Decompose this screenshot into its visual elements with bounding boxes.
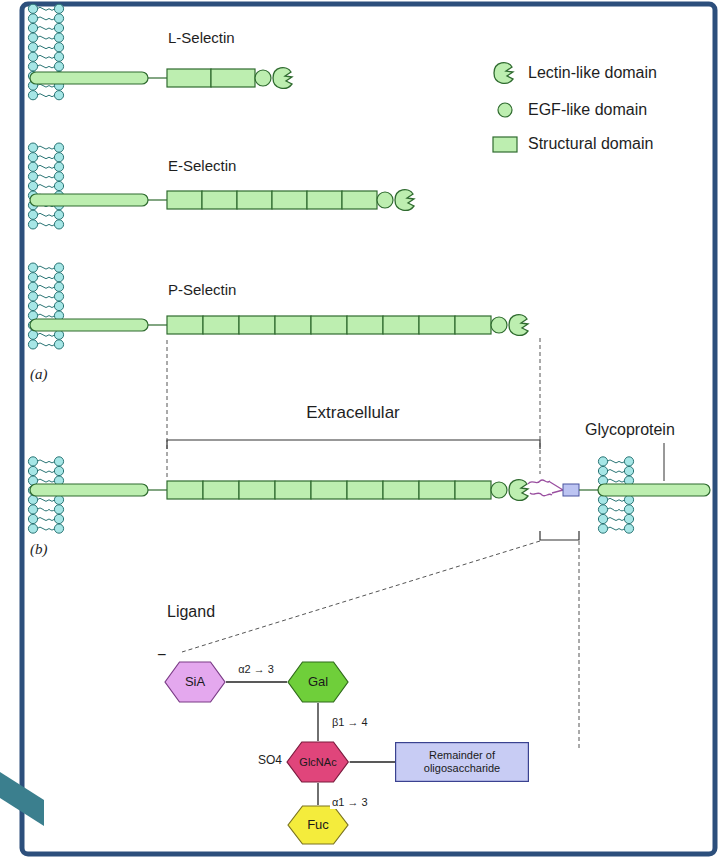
hexagon-outline bbox=[288, 662, 348, 702]
structural-domain bbox=[202, 191, 237, 209]
guide-line bbox=[167, 340, 168, 479]
lipid-bilayer bbox=[28, 4, 63, 100]
structural-domain bbox=[455, 316, 491, 334]
legend-sample bbox=[493, 137, 517, 152]
egf-domain bbox=[491, 482, 507, 498]
structural-domain bbox=[383, 316, 419, 334]
glycosidic-bond bbox=[226, 681, 287, 682]
glycosidic-bond bbox=[317, 783, 318, 805]
fucose-residue: Fuc bbox=[287, 805, 349, 845]
structural-domain bbox=[342, 191, 377, 209]
selectin-protein bbox=[30, 68, 292, 89]
region-label: Extracellular bbox=[306, 403, 400, 423]
slide-decoration bbox=[0, 772, 44, 826]
selectin-protein bbox=[30, 315, 528, 336]
structural-domain bbox=[167, 316, 203, 334]
protein-name: L-Selectin bbox=[168, 29, 235, 46]
substituent-label: SO4 bbox=[258, 754, 282, 768]
linkage-label: β1 → 4 bbox=[330, 716, 370, 729]
structural-domain bbox=[307, 191, 342, 209]
structural-domain bbox=[311, 481, 347, 499]
selectin-protein bbox=[30, 480, 528, 501]
node-label: Gal bbox=[308, 675, 328, 690]
structural-domain bbox=[455, 481, 491, 499]
linkage-label: α1 → 3 bbox=[330, 796, 370, 809]
protein-name: P-Selectin bbox=[168, 281, 236, 298]
node-label: SiA bbox=[185, 675, 205, 690]
galactose-residue: Gal bbox=[287, 661, 349, 703]
structural-domain bbox=[167, 69, 211, 87]
transmembrane-rod bbox=[30, 319, 148, 331]
glycosidic-bond bbox=[317, 703, 318, 741]
box-outline bbox=[396, 743, 529, 782]
lectin-domain bbox=[509, 315, 528, 336]
glycosidic-bond bbox=[350, 761, 395, 762]
structural-domain bbox=[419, 481, 455, 499]
hexagon-outline bbox=[287, 742, 348, 782]
panel-label: (b) bbox=[30, 541, 48, 558]
egf-domain bbox=[491, 317, 507, 333]
selectin-protein bbox=[30, 190, 414, 211]
structural-domain bbox=[239, 481, 275, 499]
transmembrane-rod bbox=[30, 484, 148, 496]
legend-sample bbox=[498, 103, 512, 117]
structural-domain bbox=[203, 481, 239, 499]
part-name: Glycoprotein bbox=[585, 421, 675, 439]
leader-line bbox=[664, 443, 665, 481]
guide-line bbox=[182, 541, 540, 652]
structural-domain bbox=[275, 481, 311, 499]
guide-line bbox=[540, 338, 541, 474]
part-name: Ligand bbox=[167, 603, 215, 621]
structural-domain bbox=[203, 316, 239, 334]
hexagon-outline bbox=[165, 662, 225, 702]
transmembrane-rod bbox=[30, 72, 148, 84]
legend-text: Lectin-like domain bbox=[528, 64, 657, 82]
lectin-domain bbox=[273, 68, 292, 89]
panel-label: (a) bbox=[30, 366, 48, 383]
bracket bbox=[540, 531, 579, 540]
egf-domain bbox=[255, 70, 271, 86]
legend-text: Structural domain bbox=[528, 135, 653, 153]
linkage-label: α2 → 3 bbox=[236, 663, 276, 676]
lectin-domain bbox=[395, 190, 414, 211]
structural-domain bbox=[211, 69, 255, 87]
oligosaccharide-box: Remainder of oligosaccharide bbox=[395, 742, 529, 782]
structural-domain bbox=[239, 316, 275, 334]
transmembrane-rod bbox=[30, 194, 148, 206]
hexagon-outline bbox=[288, 806, 348, 844]
node-label: Fuc bbox=[307, 818, 329, 833]
structural-domain bbox=[347, 316, 383, 334]
structural-domain bbox=[167, 191, 202, 209]
egf-domain bbox=[377, 192, 393, 208]
structural-domain bbox=[419, 316, 455, 334]
structural-domain bbox=[347, 481, 383, 499]
lectin-domain bbox=[494, 63, 513, 84]
node-label: Remainder of oligosaccharide bbox=[403, 749, 521, 774]
node-label: GlcNAc bbox=[299, 756, 336, 769]
structural-domain bbox=[311, 316, 347, 334]
structural-domain bbox=[383, 481, 419, 499]
lipid-bilayer bbox=[28, 143, 63, 229]
sialic-acid-residue: SiA bbox=[164, 661, 226, 703]
structural-domain bbox=[237, 191, 272, 209]
structural-domain bbox=[275, 316, 311, 334]
ligand-sugar bbox=[528, 480, 563, 496]
legend-samples bbox=[493, 63, 517, 152]
lectin-domain bbox=[509, 480, 528, 501]
charge-sign: − bbox=[157, 646, 166, 664]
bracket bbox=[167, 440, 540, 449]
glycoprotein-rod bbox=[598, 484, 710, 496]
legend-text: EGF-like domain bbox=[528, 101, 647, 119]
structural-domain bbox=[167, 481, 203, 499]
protein-name: E-Selectin bbox=[168, 157, 236, 174]
glcnac-residue: GlcNAc bbox=[286, 741, 349, 783]
frame bbox=[22, 4, 715, 854]
structural-domain bbox=[272, 191, 307, 209]
guide-line bbox=[579, 541, 580, 748]
ligand-oligosaccharide bbox=[563, 484, 579, 496]
lipid-bilayer bbox=[28, 263, 63, 349]
